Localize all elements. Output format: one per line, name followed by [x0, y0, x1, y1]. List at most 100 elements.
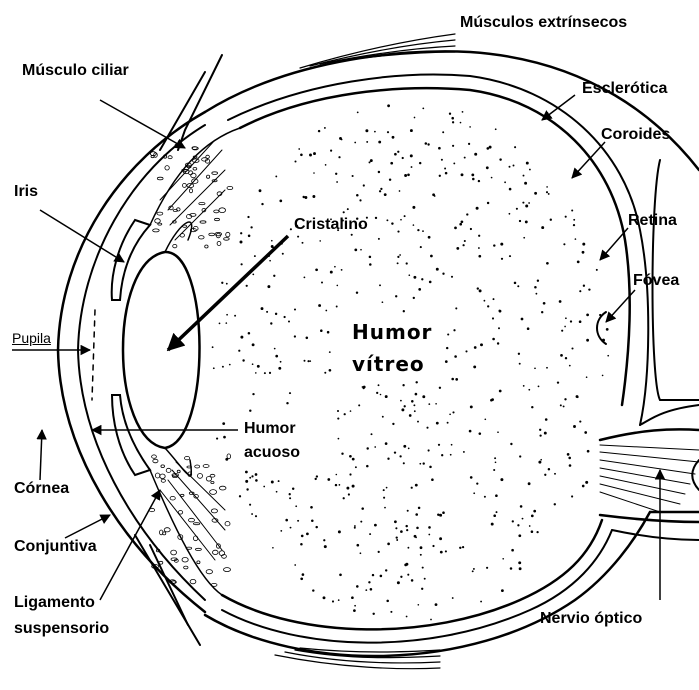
stipple-dot	[477, 287, 479, 289]
stipple-dot	[352, 458, 355, 461]
leader-musculo-ciliar	[100, 100, 185, 148]
stipple-dot	[378, 384, 380, 386]
stipple-dot	[478, 235, 480, 237]
stipple-dot	[484, 418, 486, 420]
stipple-dot	[559, 300, 562, 303]
eyelid-lower	[150, 545, 188, 625]
stipple-dot	[564, 398, 566, 400]
stipple-dot	[557, 381, 559, 383]
stipple-dot	[397, 231, 399, 233]
stipple-dot	[325, 310, 327, 312]
stipple-dot	[324, 372, 326, 374]
optic-nerve-fibres	[600, 445, 699, 512]
stipple-dot	[462, 111, 464, 113]
stipple-dot	[249, 504, 251, 506]
stipple-dot	[319, 240, 321, 242]
stipple-dot	[312, 589, 314, 591]
stipple-dot	[531, 406, 533, 408]
stipple-dot	[365, 589, 367, 591]
stipple-dot	[261, 203, 263, 205]
iris-upper	[112, 220, 150, 300]
stipple-dot	[414, 410, 416, 412]
stipple-dot	[336, 285, 338, 287]
label-cornea: Córnea	[14, 480, 69, 498]
stipple-dot	[356, 585, 359, 588]
stipple-dot	[354, 249, 357, 252]
stipple-dot	[352, 485, 355, 488]
stipple-dot	[242, 359, 244, 361]
stipple-dot	[273, 275, 275, 277]
stipple-dot	[300, 543, 303, 546]
stipple-dot	[446, 347, 448, 349]
stipple-dot	[335, 474, 337, 476]
stipple-dot	[522, 202, 524, 204]
stipple-dot	[461, 220, 464, 223]
stipple-dot	[409, 414, 412, 417]
stipple-dot	[415, 393, 418, 396]
ciliary-texture	[184, 566, 188, 569]
stipple-dot	[289, 392, 291, 394]
stipple-dot	[240, 232, 242, 234]
stipple-dot	[359, 199, 361, 201]
extrinsic-muscle-bottom	[275, 648, 440, 669]
label-nervio-optico: Nervio óptico	[540, 610, 642, 628]
cornea-inner	[78, 125, 205, 600]
stipple-dot	[252, 363, 254, 365]
stipple-dot	[219, 323, 221, 325]
stipple-dot	[341, 453, 343, 455]
stipple-dot	[405, 563, 408, 566]
ciliary-texture	[150, 152, 156, 156]
stipple-dot	[493, 298, 495, 300]
stipple-dot	[465, 350, 467, 352]
ciliary-texture	[168, 156, 172, 159]
ciliary-texture	[227, 186, 233, 189]
stipple-dot	[351, 596, 354, 599]
stipple-dot	[411, 487, 413, 489]
stipple-dot	[248, 332, 251, 335]
stipple-dot	[417, 421, 419, 423]
stipple-dot	[504, 181, 506, 183]
stipple-dot	[471, 174, 474, 177]
stipple-dot	[396, 539, 398, 541]
stipple-dot	[470, 228, 472, 230]
stipple-dot	[422, 230, 424, 232]
stipple-dot	[251, 475, 253, 477]
stipple-dot	[452, 411, 454, 413]
stipple-dot	[378, 238, 380, 240]
label-retina: Retina	[628, 212, 677, 230]
stipple-dot	[584, 431, 587, 434]
stipple-dot	[255, 479, 258, 482]
ciliary-texture	[209, 233, 215, 236]
ciliary-texture	[200, 221, 206, 223]
stipple-dot	[406, 529, 408, 531]
stipple-dot	[341, 139, 343, 141]
stipple-dot	[479, 432, 482, 435]
stipple-dot	[280, 530, 282, 532]
stipple-dot	[565, 317, 567, 319]
stipple-dot	[452, 145, 454, 147]
ciliary-texture	[155, 473, 159, 478]
stipple-dot	[316, 475, 318, 477]
stipple-dot	[222, 422, 225, 425]
stipple-dot	[350, 410, 352, 412]
ciliary-texture	[157, 177, 163, 180]
stipple-dot	[493, 514, 496, 517]
stipple-dot	[252, 343, 255, 346]
stipple-dot	[295, 505, 297, 507]
label-iris: Iris	[14, 183, 38, 201]
stipple-dot	[382, 301, 384, 303]
ciliary-texture	[189, 492, 194, 494]
stipple-dot	[582, 243, 585, 246]
stipple-dot	[357, 112, 359, 114]
stipple-dot	[509, 188, 512, 191]
ciliary-texture	[160, 530, 163, 535]
stipple-dot	[332, 600, 334, 602]
ciliary-texture	[178, 511, 182, 515]
stipple-dot	[495, 128, 497, 130]
stipple-dot	[522, 518, 524, 520]
stipple-dot	[226, 314, 228, 316]
stipple-dot	[502, 558, 504, 560]
stipple-dot	[315, 268, 318, 271]
stipple-dot	[351, 234, 353, 236]
stipple-dot	[355, 466, 357, 468]
